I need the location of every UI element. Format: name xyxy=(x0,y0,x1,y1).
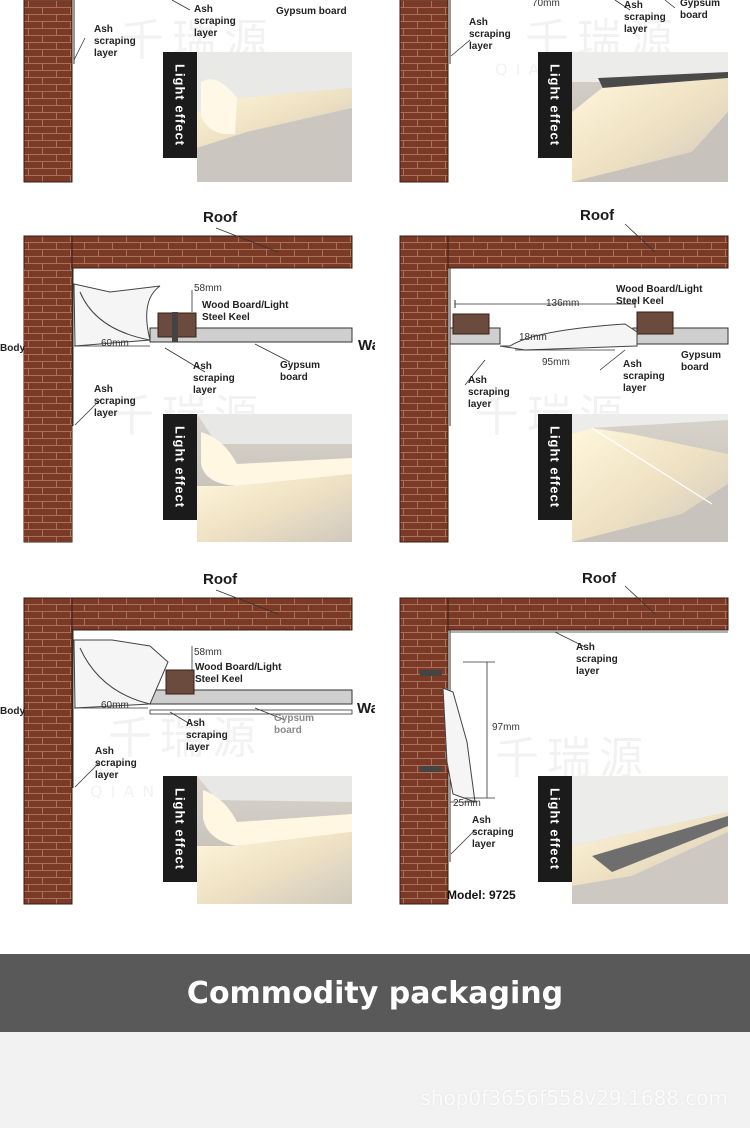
light-effect-photo-drawing xyxy=(572,414,728,542)
body-label: Body xyxy=(0,706,25,717)
body-label: Body xyxy=(0,343,25,354)
dimension-97mm: 97mm xyxy=(492,722,520,733)
ash-scraping-wall-label: Ash scraping layer xyxy=(472,815,514,850)
gypsum-board-label: Gypsum board xyxy=(680,0,721,21)
gypsum-board-label: Gypsum board xyxy=(274,713,315,736)
light-effect-photo xyxy=(197,776,352,904)
light-effect-photo xyxy=(572,52,728,182)
light-effect-photo-drawing xyxy=(197,414,352,542)
panel-middle-left-drawing xyxy=(23,227,353,543)
light-effect-badge: Light effect xyxy=(163,776,197,882)
panel-middle-right-drawing xyxy=(399,223,729,543)
shop-id-watermark: shop0f3656f558v29.1688.com xyxy=(420,1086,728,1110)
light-effect-text: Light effect xyxy=(172,425,188,509)
wall-label: Wall xyxy=(357,700,375,717)
light-effect-photo xyxy=(572,414,728,542)
panel-bottom-right: 千瑞源 Roof Ash scraping layer 97mm 25mm As… xyxy=(375,562,750,924)
ash-scraping-top-label: Ash scraping layer xyxy=(624,0,666,35)
panel-bottom-left: 千瑞源 QIAN Roof 58mm Wood Board/Light Stee… xyxy=(0,562,375,924)
light-effect-badge: Light effect xyxy=(538,414,572,520)
model-number: Model: 9725 xyxy=(447,888,516,902)
ash-scraping-label: Ash scraping layer xyxy=(623,359,665,394)
keel-label: Wood Board/Light Steel Keel xyxy=(202,300,289,323)
light-effect-badge: Light effect xyxy=(538,776,572,882)
keel-label: Wood Board/Light Steel Keel xyxy=(195,662,282,685)
panel-top-left: 千瑞源 Ash scraping layer Ash scraping laye… xyxy=(0,0,375,190)
footer-area: shop0f3656f558v29.1688.com xyxy=(0,1032,750,1128)
light-effect-photo xyxy=(572,776,728,904)
panel-top-left-drawing xyxy=(23,0,191,183)
dimension-58mm: 58mm xyxy=(194,283,222,294)
ash-scraping-label: Ash scraping layer xyxy=(94,24,136,59)
dimension-60mm: 60mm xyxy=(101,338,129,349)
light-effect-badge: Light effect xyxy=(538,52,572,158)
ash-scraping-ceiling-label: Ash scraping layer xyxy=(576,642,618,677)
light-effect-photo-drawing xyxy=(197,776,352,904)
ash-scraping-top-label: Ash scraping layer xyxy=(194,4,236,39)
watermark-text: 千瑞源 xyxy=(495,733,651,784)
ash-scraping-label: Ash scraping layer xyxy=(193,361,235,396)
banner-title: Commodity packaging xyxy=(186,975,564,1011)
light-effect-photo xyxy=(197,414,352,542)
panel-middle-right: 千瑞源 Roof Wood Board/Light Steel Keel 136… xyxy=(375,200,750,562)
light-effect-text: Light effect xyxy=(547,787,563,871)
dimension-18mm: 18mm xyxy=(519,332,547,343)
ash-scraping-label: Ash scraping layer xyxy=(469,17,511,52)
dimension-95mm: 95mm xyxy=(542,357,570,368)
watermark-text: 千瑞源 xyxy=(108,713,264,764)
ash-scraping-wall-label: Ash scraping layer xyxy=(468,375,510,410)
light-effect-photo xyxy=(197,52,352,182)
gypsum-board-label: Gypsum board xyxy=(276,6,347,17)
ash-scraping-label: Ash scraping layer xyxy=(186,718,228,753)
wall-label: Wall xyxy=(358,337,375,354)
watermark-en: QIAN xyxy=(90,782,163,801)
dimension-136mm: 136mm xyxy=(546,298,580,309)
roof-label: Roof xyxy=(580,207,615,224)
ash-scraping-wall-label: Ash scraping layer xyxy=(94,384,136,419)
panel-top-right-drawing xyxy=(399,0,676,183)
dimension-58mm: 58mm xyxy=(194,647,222,658)
light-effect-photo-drawing xyxy=(572,776,728,904)
roof-label: Roof xyxy=(582,570,617,587)
gypsum-board-label: Gypsum board xyxy=(681,350,722,373)
light-effect-text: Light effect xyxy=(547,425,563,509)
light-effect-text: Light effect xyxy=(172,787,188,871)
panel-bottom-right-drawing xyxy=(399,585,729,905)
gypsum-board-label: Gypsum board xyxy=(280,360,321,383)
light-effect-text: Light effect xyxy=(172,63,188,147)
panel-middle-left: 千瑞源 Roof 58mm Wood Board/Light Steel Kee… xyxy=(0,200,375,562)
ash-scraping-wall-label: Ash scraping layer xyxy=(95,746,137,781)
keel-label: Wood Board/Light Steel Keel xyxy=(616,284,703,307)
commodity-packaging-banner: Commodity packaging xyxy=(0,954,750,1032)
panel-top-right: 千瑞源 QIAN 70mm Ash scraping layer Ash scr… xyxy=(375,0,750,190)
dimension-70mm: 70mm xyxy=(532,0,560,9)
light-effect-text: Light effect xyxy=(547,63,563,147)
roof-label: Roof xyxy=(203,571,238,588)
light-effect-photo-drawing xyxy=(572,52,728,182)
dimension-25mm: 25mm xyxy=(453,798,481,809)
dimension-60mm: 60mm xyxy=(101,700,129,711)
roof-label: Roof xyxy=(203,209,238,226)
light-effect-badge: Light effect xyxy=(163,52,197,158)
light-effect-photo-drawing xyxy=(197,52,352,182)
light-effect-badge: Light effect xyxy=(163,414,197,520)
panel-bottom-left-drawing xyxy=(23,589,353,905)
